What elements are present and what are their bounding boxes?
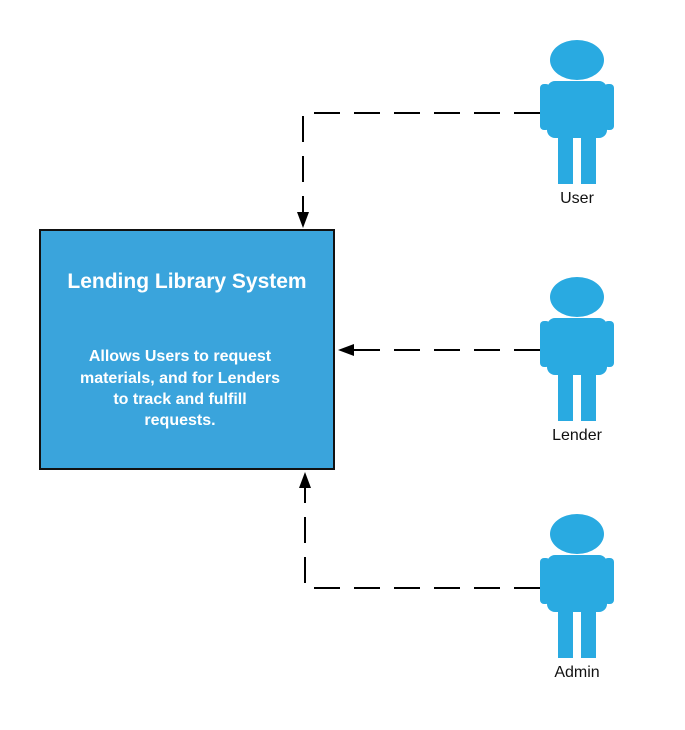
system-description-line-3: to track and fulfill <box>113 391 246 408</box>
lender-actor-icon <box>540 277 614 421</box>
actor-user-label: User <box>560 190 594 207</box>
system-description-line-2: materials, and for Lenders <box>80 370 280 387</box>
admin-actor-icon <box>540 514 614 658</box>
actor-lender-label: Lender <box>552 427 602 444</box>
system-box[interactable]: Lending Library System Allows Users to r… <box>39 229 335 470</box>
system-title: Lending Library System <box>67 270 306 293</box>
actor-admin-label: Admin <box>554 664 599 681</box>
connector-admin-to-system <box>304 488 540 589</box>
system-description-line-4: requests. <box>144 412 215 429</box>
actor-admin[interactable]: Admin <box>540 514 614 681</box>
arrowhead-lender-to-system <box>338 344 354 356</box>
user-actor-icon <box>540 40 614 184</box>
system-description-line-1: Allows Users to request <box>89 348 272 365</box>
arrowhead-admin-to-system <box>299 472 311 488</box>
arrowhead-user-to-system <box>297 212 309 228</box>
system-box-rect <box>39 229 335 470</box>
actor-user[interactable]: User <box>540 40 614 207</box>
connector-user-to-system <box>302 112 540 212</box>
actor-lender[interactable]: Lender <box>540 277 614 444</box>
